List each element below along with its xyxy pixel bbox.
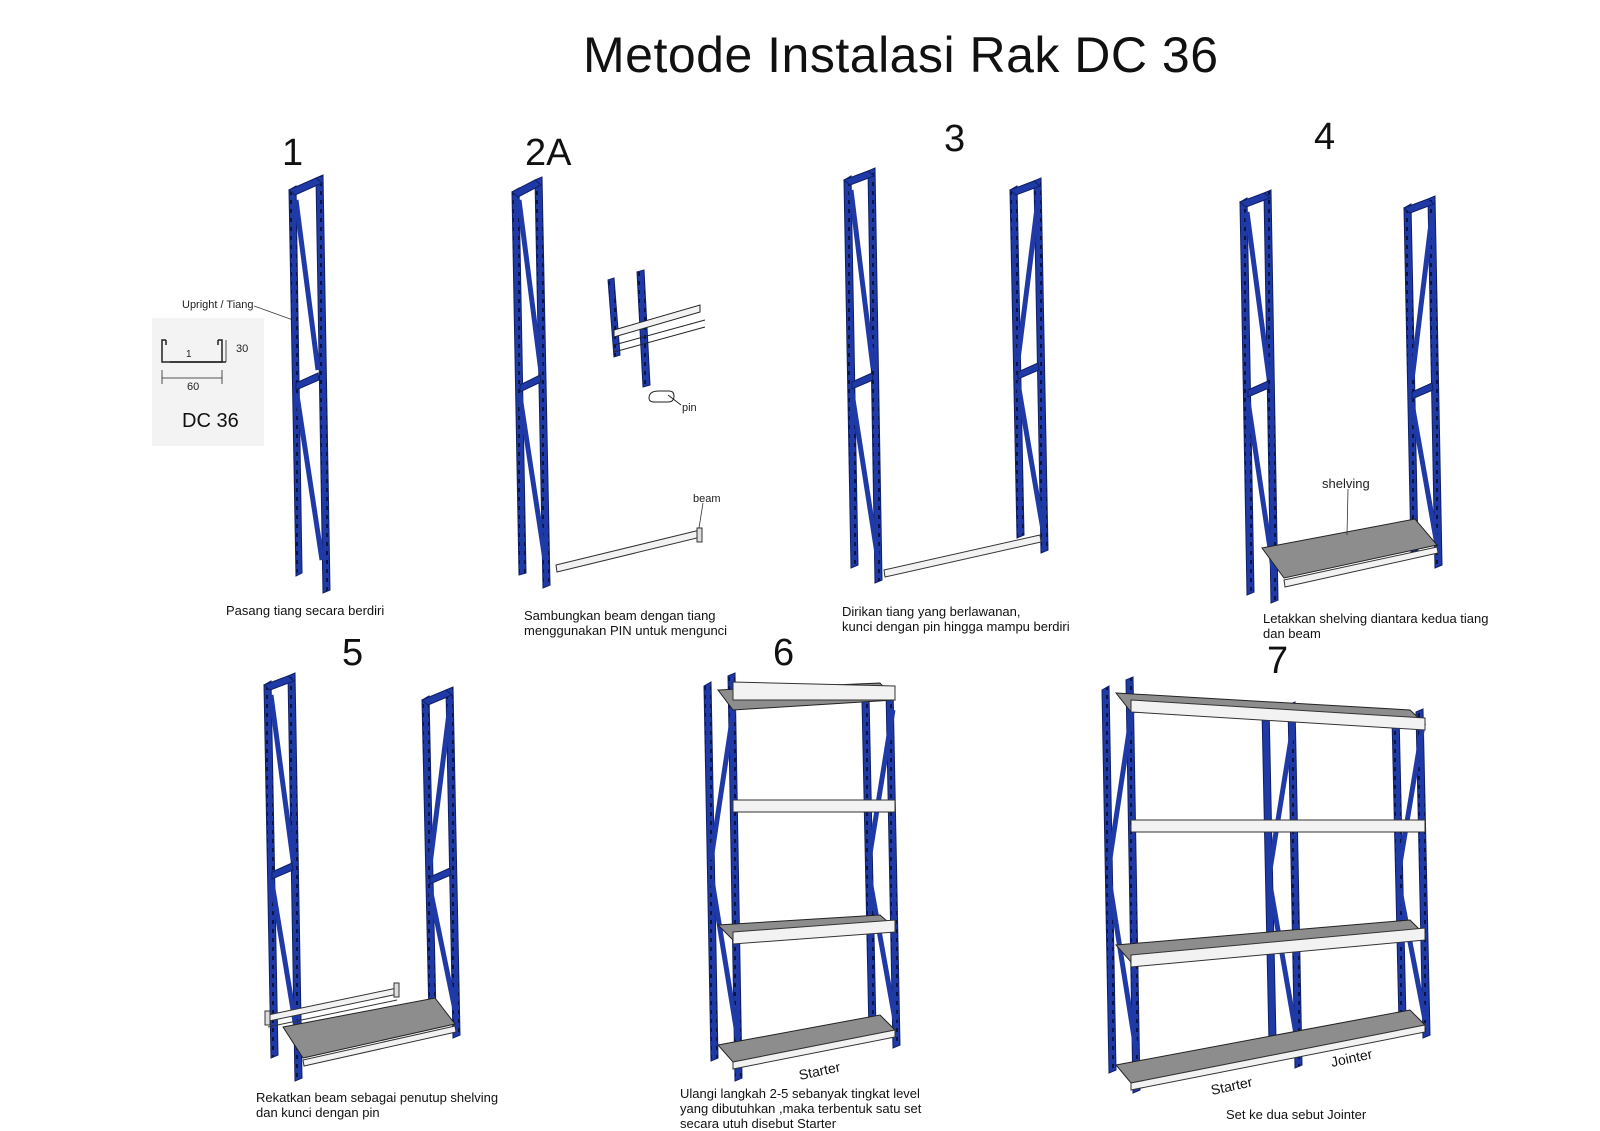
step5-right-frame [421, 686, 461, 1039]
step4-right-frame [1403, 195, 1443, 569]
profile-width-label: 60 [187, 381, 200, 393]
page-title: Metode Instalasi Rak DC 36 [583, 27, 1219, 83]
step6-starter-label: Starter [797, 1058, 842, 1082]
step2a-upright-frame [511, 176, 551, 589]
caption-line: menggunakan PIN untuk mengunci [524, 623, 728, 638]
caption-line: Rekatkan beam sebagai penutup shelving [256, 1090, 499, 1105]
caption-line: Sambungkan beam dengan tiang [524, 608, 716, 623]
step4-left-frame [1239, 189, 1279, 604]
caption-line: Ulangi langkah 2-5 sebanyak tingkat leve… [680, 1086, 920, 1101]
step-number-5: 5 [342, 632, 364, 674]
step3-right-frame [1009, 177, 1049, 554]
caption-line: Letakkan shelving diantara kedua tiang [1263, 611, 1489, 626]
beam-callout-line [698, 502, 704, 529]
profile-callout-line [253, 305, 294, 321]
caption-line: secara utuh disebut Starter [680, 1116, 837, 1131]
step4-front-beam [1283, 546, 1439, 588]
caption-line: kunci dengan pin hingga mampu berdiri [842, 619, 1070, 634]
step5-shelving [282, 997, 456, 1059]
step1-caption: Pasang tiang secara berdiri [226, 603, 384, 618]
step2a-pin-detail [607, 269, 706, 406]
profile-name-label: DC 36 [182, 410, 239, 432]
caption-line: Dirikan tiang yang berlawanan, [842, 604, 1021, 619]
step6-starter-rack [703, 672, 901, 1082]
profile-lip-label: 1 [186, 349, 192, 360]
step2a-beam [555, 527, 703, 573]
beam-label: beam [693, 493, 721, 505]
step6-caption: Ulangi langkah 2-5 sebanyak tingkat leve… [680, 1086, 921, 1131]
step-number-3: 3 [944, 118, 966, 160]
upright-callout-label: Upright / Tiang [182, 299, 254, 311]
step3-left-frame [843, 167, 883, 584]
step-number-6: 6 [773, 632, 795, 674]
step4-caption: Letakkan shelving diantara kedua tiang d… [1263, 611, 1489, 641]
step-number-7: 7 [1267, 640, 1289, 682]
caption-line: Set ke dua sebut Jointer [1226, 1107, 1367, 1122]
step1-upright-frame [288, 174, 331, 594]
profile-diagram-box [152, 318, 264, 446]
step7-starter-jointer-rack [1101, 676, 1431, 1094]
step-number-4: 4 [1314, 116, 1336, 158]
caption-line: Pasang tiang secara berdiri [226, 603, 385, 618]
step3-beam [883, 534, 1042, 578]
profile-height-label: 30 [236, 343, 249, 355]
step5-front-beam [302, 1025, 457, 1067]
step2a-caption: Sambungkan beam dengan tiang menggunakan… [524, 608, 727, 638]
step7-starter-label: Starter [1209, 1073, 1254, 1097]
profile-section-shape [161, 339, 227, 384]
step7-caption: Set ke dua sebut Jointer [1226, 1107, 1366, 1122]
shelving-label: shelving [1322, 476, 1370, 491]
caption-line: yang dibutuhkan ,maka terbentuk satu set [680, 1101, 922, 1116]
step3-caption: Dirikan tiang yang berlawanan, kunci den… [842, 604, 1070, 634]
step4-shelving [1261, 518, 1438, 579]
caption-line: dan beam [1263, 626, 1321, 641]
step-number-1: 1 [282, 132, 304, 174]
caption-line: dan kunci dengan pin [256, 1105, 380, 1120]
shelving-callout-line [1346, 488, 1349, 536]
step-number-2a: 2A [525, 132, 572, 174]
step5-loose-beam [264, 982, 400, 1028]
step5-caption: Rekatkan beam sebagai penutup shelving d… [256, 1090, 498, 1120]
pin-label: pin [682, 402, 697, 414]
